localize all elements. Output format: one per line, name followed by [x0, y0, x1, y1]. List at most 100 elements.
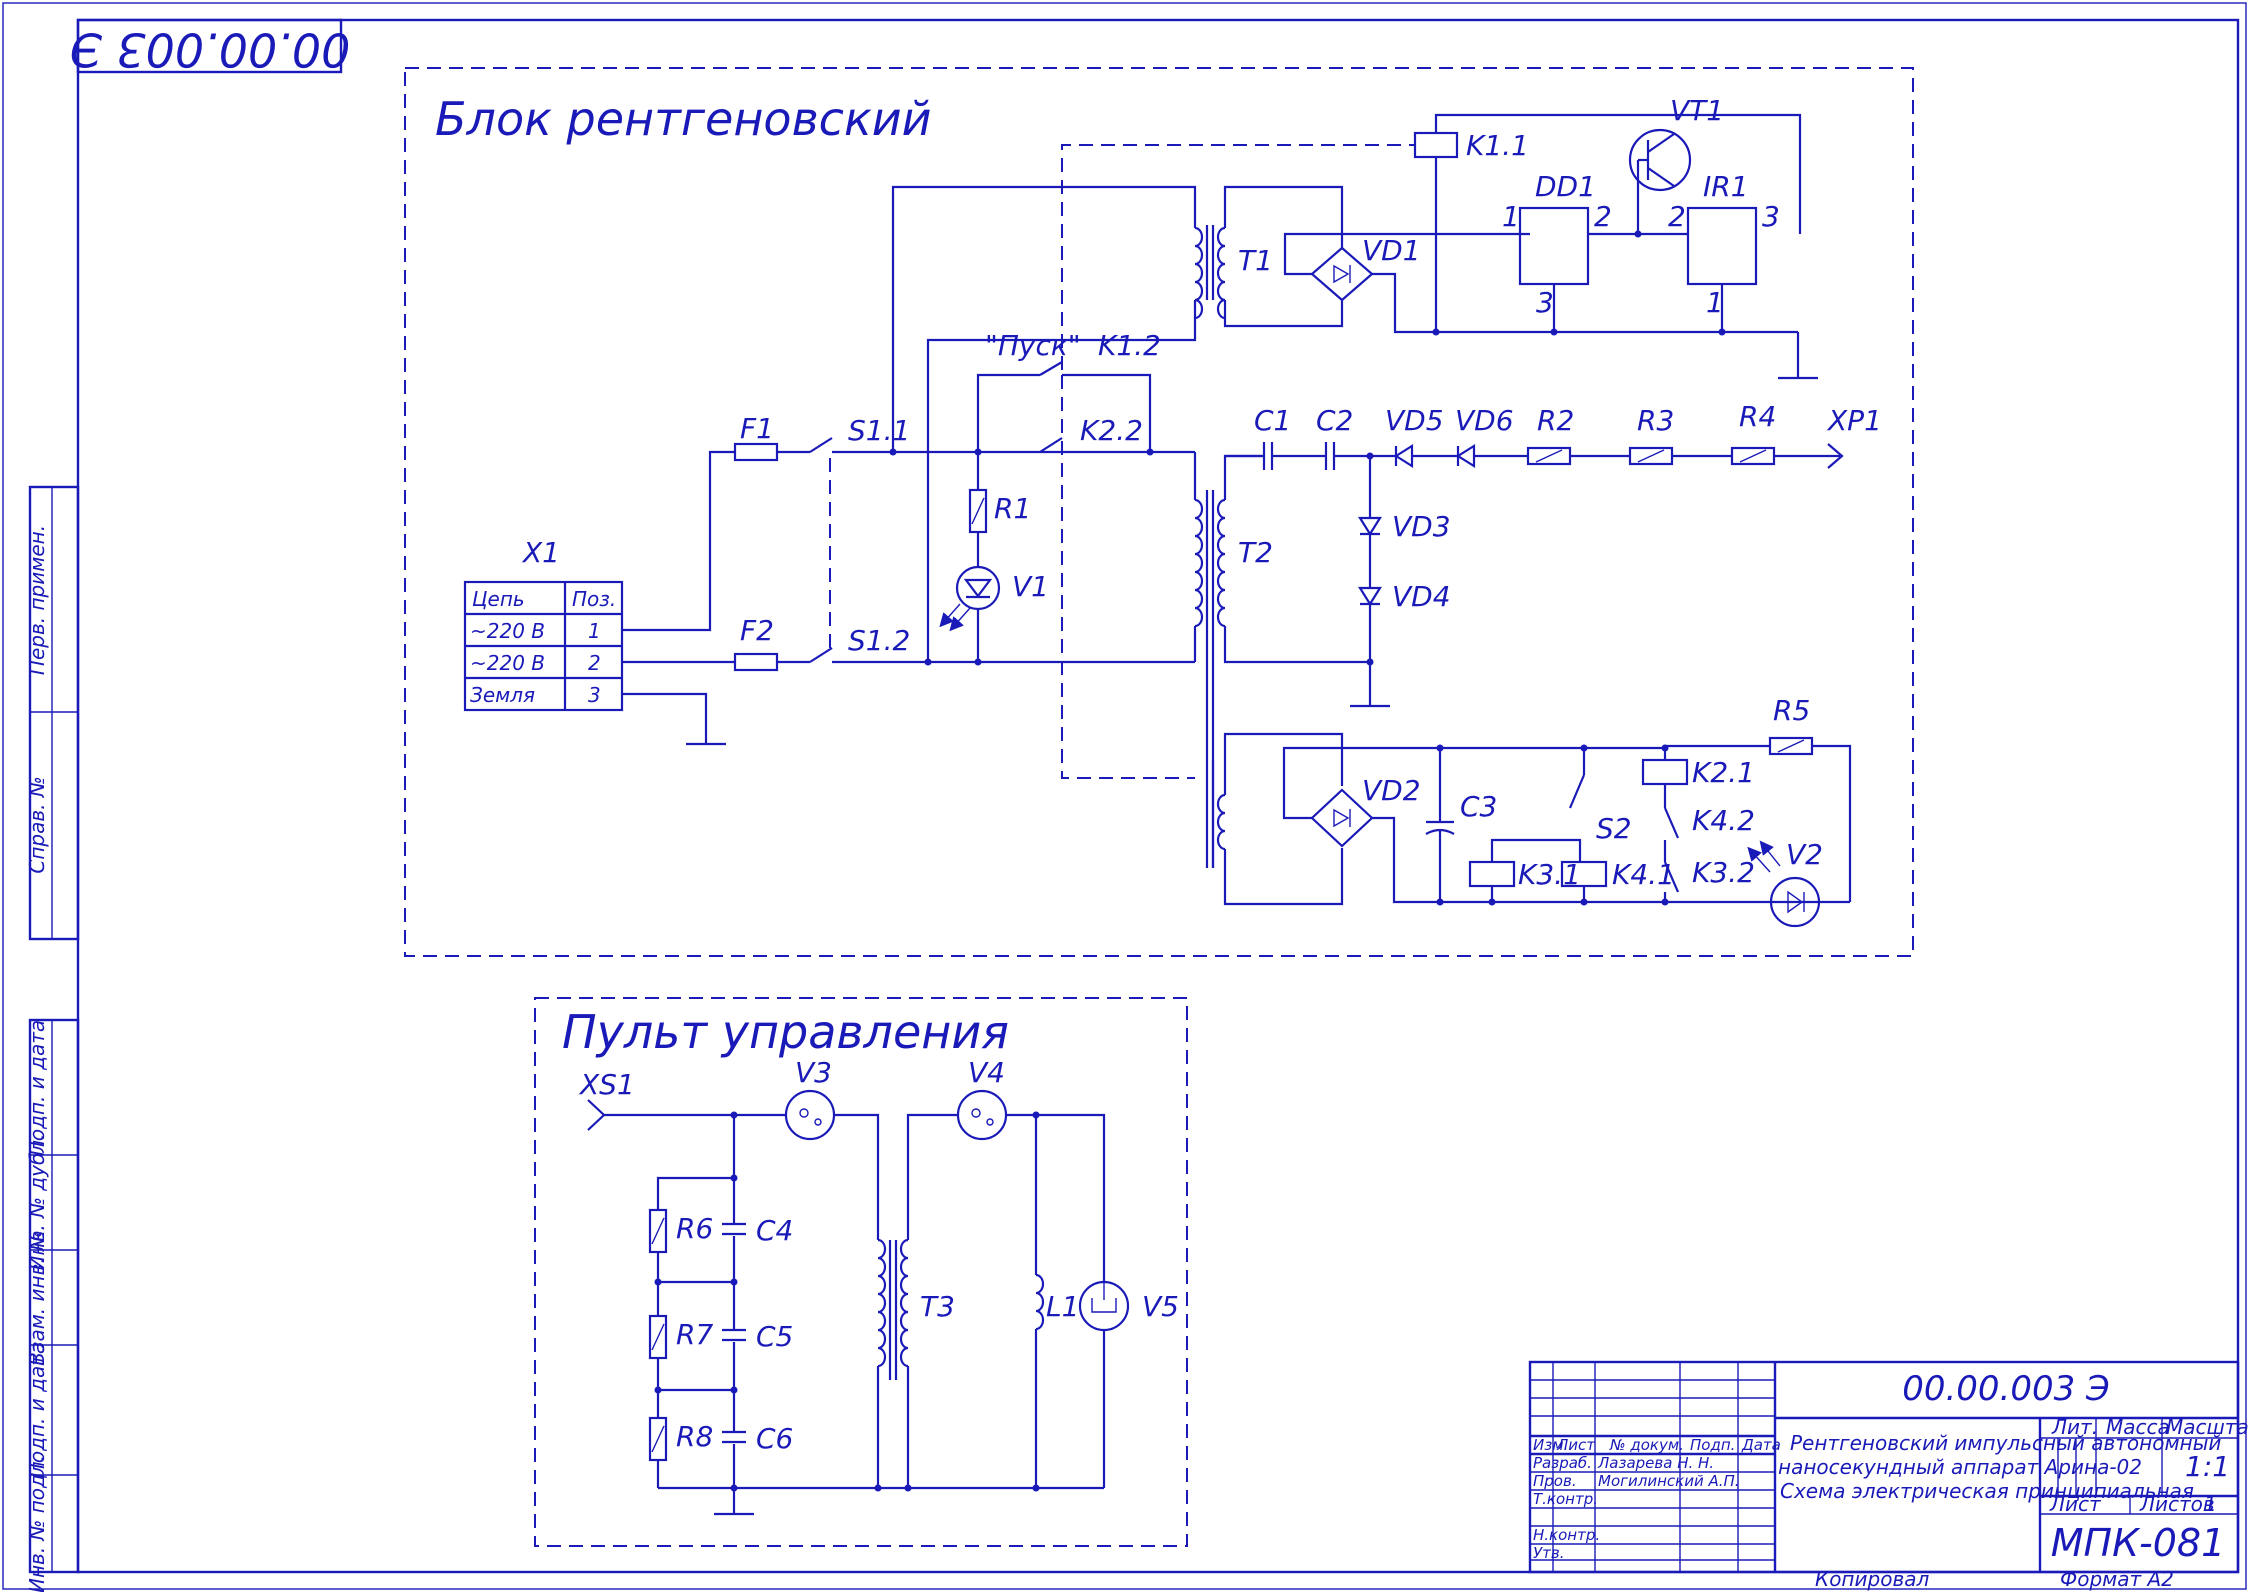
- contact-k22: [1039, 437, 1063, 453]
- k22-label: K2.2: [1080, 414, 1143, 447]
- tb-code: 00.00.003 Э: [1902, 1369, 2110, 1409]
- tb-description: Схема электрическая принципиальная: [1780, 1479, 2194, 1503]
- tb-name: Лазарева Н. Н.: [1597, 1454, 1714, 1472]
- control-panel-block: Пульт управления XS1 V3 T3 V4 L1: [534, 997, 1188, 1547]
- transformer-t3: [877, 1238, 887, 1368]
- lamp-v3: [784, 1089, 836, 1141]
- k21-label: K2.1: [1692, 756, 1755, 789]
- k42-label: K4.2: [1692, 804, 1755, 837]
- ir1-label: IR1: [1703, 170, 1749, 203]
- bridge-vd1: [1310, 246, 1374, 302]
- c4-label: C4: [756, 1214, 793, 1247]
- x1-row-pos: 1: [588, 619, 601, 643]
- ir1-pin: 3: [1762, 200, 1780, 233]
- k32-label: K3.2: [1692, 856, 1755, 889]
- s11-label: S1.1: [848, 414, 910, 447]
- l1-label: L1: [1046, 1290, 1079, 1323]
- transformer-t2: [1194, 498, 1204, 628]
- bridge-vd2: [1310, 788, 1374, 848]
- vt1-label: VT1: [1670, 94, 1724, 127]
- lamp-v4: [956, 1089, 1008, 1141]
- v3-label: V3: [795, 1056, 832, 1089]
- v1-label: V1: [1012, 570, 1049, 603]
- fuse-f1: [733, 442, 779, 462]
- switch-pusk: [1039, 361, 1063, 376]
- f1-label: F1: [740, 412, 774, 445]
- x1-row-circuit: Земля: [470, 683, 535, 707]
- contact-k42: [1663, 807, 1680, 839]
- f2-label: F2: [740, 614, 774, 647]
- v5-label: V5: [1142, 1290, 1179, 1323]
- dd1-pin: 2: [1594, 200, 1612, 233]
- x1-label: X1: [521, 536, 560, 569]
- tb-role: Пров.: [1533, 1472, 1577, 1490]
- switch-s2: [1568, 774, 1586, 809]
- chip-dd1: [1518, 206, 1590, 286]
- s2-label: S2: [1596, 812, 1632, 845]
- vd2-label: VD2: [1362, 774, 1421, 807]
- tb-name: Могилинский А.П.: [1598, 1472, 1740, 1490]
- transformer-t1: [1194, 226, 1204, 320]
- rotated-doc-code: 00.00.003 Э: [70, 23, 351, 77]
- diode-vd3: [1358, 516, 1382, 537]
- tb-col: Подп.: [1690, 1436, 1735, 1454]
- dd1-label: DD1: [1535, 170, 1596, 203]
- c5-label: C5: [756, 1320, 793, 1353]
- s12-label: S1.2: [848, 624, 910, 657]
- relay-k21: [1641, 758, 1689, 786]
- vd4-label: VD4: [1392, 580, 1451, 613]
- side-strip: Перв. примен. Справ. № Подп. и дата Инв.…: [25, 485, 80, 1592]
- side-label: Перв. примен.: [25, 525, 49, 675]
- x1-row-pos: 3: [588, 683, 601, 707]
- r6-label: R6: [676, 1212, 713, 1245]
- x1-row-circuit: ~220 В: [470, 651, 545, 675]
- tb-role: Т.контр.: [1533, 1490, 1598, 1508]
- diode-vd6: [1455, 444, 1476, 468]
- r7-label: R7: [676, 1318, 713, 1351]
- relay-k31: [1468, 860, 1516, 888]
- start-circuit: "Пуск" K1.2 K2.2 R1 V1: [939, 144, 1415, 779]
- v4-label: V4: [968, 1056, 1005, 1089]
- t2-label: T2: [1238, 536, 1273, 569]
- chip-ir1: [1686, 206, 1758, 286]
- dd1-pin: 1: [1502, 200, 1520, 233]
- dd1-pin: 3: [1536, 286, 1554, 319]
- lamp-v2: [1769, 876, 1821, 928]
- t2-section: T2 C1 C2 VD5 VD6 R2 R3 R4 XP: [1193, 400, 1882, 868]
- inductor-l1: [1035, 1273, 1045, 1331]
- k11-label: K1.1: [1466, 129, 1529, 162]
- side-label: Подп. и дата: [25, 1020, 49, 1156]
- tb-copied: Копировал: [1815, 1567, 1929, 1591]
- x1-header-pos: Поз.: [572, 587, 616, 611]
- control-block-title: Пульт управления: [562, 1005, 1009, 1059]
- c6-label: C6: [756, 1422, 793, 1455]
- tb-description: наносекундный аппарат Арина-02: [1778, 1455, 2142, 1479]
- tb-col: Изм.: [1533, 1436, 1568, 1454]
- xp1-label: XP1: [1826, 404, 1882, 437]
- k41-label: K4.1: [1612, 858, 1675, 891]
- c1-label: C1: [1254, 404, 1291, 437]
- ir1-pin: 1: [1706, 286, 1724, 319]
- side-label: Инв. № подл.: [25, 1455, 49, 1592]
- r4-label: R4: [1739, 400, 1776, 433]
- tb-lit: Лит.: [2051, 1415, 2098, 1439]
- lamp-v1: [955, 565, 1001, 611]
- side-label: Взам. инв. №: [25, 1230, 49, 1366]
- pusk-label: "Пуск": [985, 329, 1081, 362]
- c3-label: C3: [1460, 790, 1497, 823]
- tb-role: Утв.: [1533, 1544, 1565, 1562]
- r5-label: R5: [1773, 694, 1810, 727]
- tb-sheet: Лист: [2049, 1492, 2102, 1516]
- mains-input: F1 S1.1 F2 S1.2: [622, 185, 1197, 672]
- switch-s12: [809, 647, 833, 663]
- switch-s11: [809, 437, 833, 453]
- tb-sheets-value: 1: [2204, 1492, 2217, 1516]
- control-relay-section: VD2 C3 S2 K3.1 K4.1 K2.1 K4.2: [1211, 694, 1852, 928]
- diode-vd4: [1358, 586, 1382, 607]
- vd3-label: VD3: [1392, 510, 1451, 543]
- x1-row-circuit: ~220 В: [470, 619, 545, 643]
- diode-vd5: [1393, 444, 1414, 468]
- v2-label: V2: [1786, 838, 1823, 871]
- transistor-vt1: [1628, 128, 1692, 192]
- r2-label: R2: [1537, 404, 1574, 437]
